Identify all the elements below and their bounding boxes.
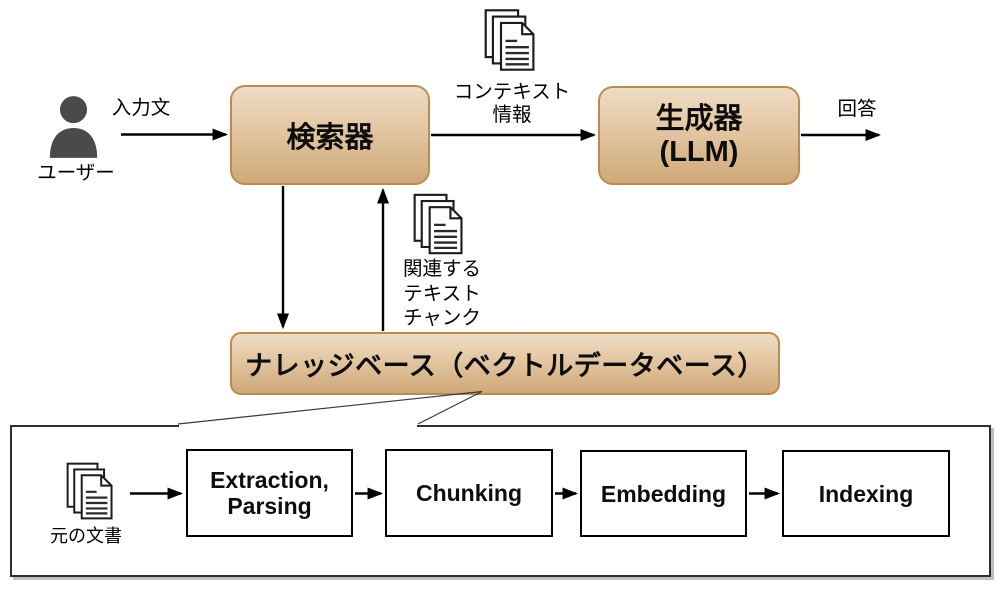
callout-gap: [179, 424, 417, 429]
knowledge-base-label: ナレッジベース（ベクトルデータベース）: [245, 351, 765, 381]
pipeline-step-indexing: Indexing: [782, 450, 950, 537]
input-flow-label: 入力文: [111, 97, 171, 119]
retriever-label: 検索器: [286, 122, 374, 154]
step-label-line: Extraction,: [210, 467, 329, 493]
generator-label-line1: 生成器: [655, 102, 743, 135]
chunk-label-line3: チャンク: [403, 307, 481, 329]
chunk-label-line1: 関連する: [402, 258, 481, 280]
user-label: ユーザー: [37, 162, 115, 184]
generator-label-line2: (LLM): [659, 135, 739, 168]
chunk-label-line2: テキスト: [403, 282, 481, 305]
pipeline-step-embedding: Embedding: [580, 450, 747, 537]
step-label-line: Chunking: [415, 480, 523, 506]
context-documents-icon: [483, 8, 537, 72]
generator-node: 生成器 (LLM): [598, 86, 800, 185]
source-documents-icon: [65, 462, 115, 520]
step-label-line: Parsing: [227, 493, 312, 519]
step-label-line: Embedding: [600, 480, 727, 507]
chunk-documents-icon: [412, 193, 465, 255]
knowledge-base-node: ナレッジベース（ベクトルデータベース）: [230, 332, 780, 395]
context-flow-label: コンテキスト 情報: [442, 81, 582, 126]
step-label-line: Indexing: [818, 480, 914, 507]
callout-wedge-lines: [177, 390, 483, 425]
context-label-line2: 情報: [492, 103, 532, 126]
pipeline-step-chunking: Chunking: [385, 449, 553, 537]
pipeline-step-extraction-parsing: Extraction, Parsing: [186, 449, 353, 537]
chunk-flow-label: 関連する テキスト チャンク: [397, 257, 487, 331]
context-label-line1: コンテキスト: [453, 81, 571, 103]
source-documents-label: 元の文書: [50, 526, 122, 546]
retriever-node: 検索器: [230, 85, 430, 185]
user-icon: [45, 95, 103, 159]
answer-flow-label: 回答: [837, 98, 877, 120]
